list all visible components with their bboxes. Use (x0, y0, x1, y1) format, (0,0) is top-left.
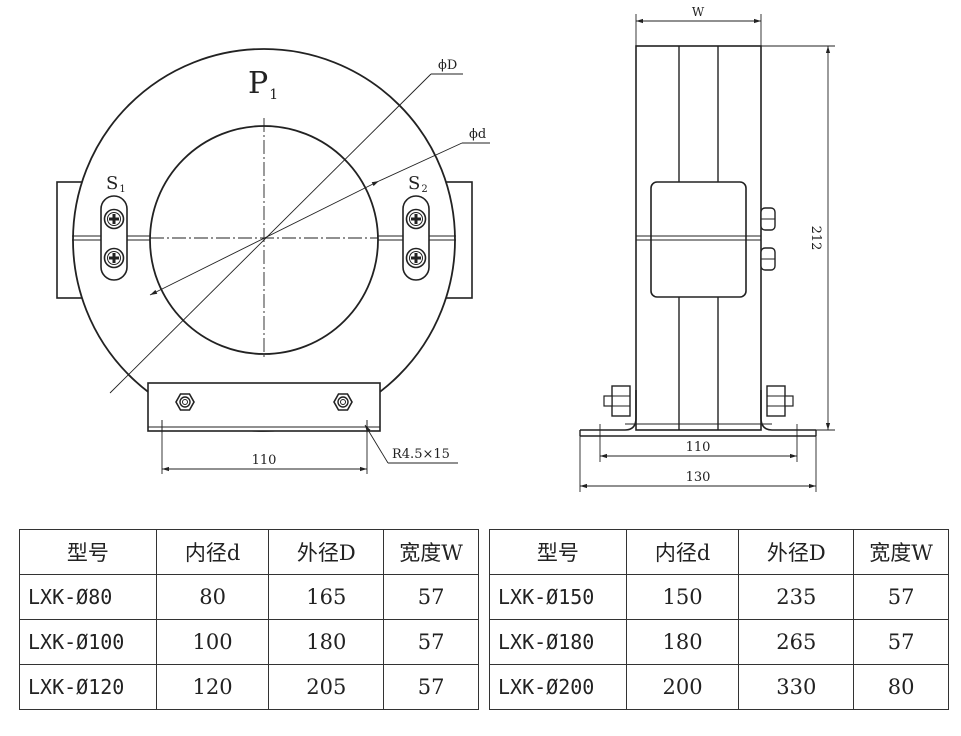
width-cell: 57 (383, 664, 479, 710)
spec-table-right: 型号 内径d 外径D 宽度W LXK-Ø150 150 235 57 LXK-Ø… (489, 529, 949, 710)
model-cell: LXK-Ø120 (19, 664, 157, 710)
nut-icon (175, 393, 195, 411)
front-view: P1 S1 S2 ϕD ϕd 110 R4.5×15 (56, 48, 490, 474)
outer-diameter-cell: 205 (268, 664, 385, 710)
column-header-width: 宽度W (383, 529, 479, 575)
outer-diameter-cell: 330 (738, 664, 855, 710)
width-cell: 57 (383, 619, 479, 665)
outer-diameter-cell: 180 (268, 619, 385, 665)
secondary-left-label: S1 (106, 173, 126, 195)
column-header-inner-diameter: 内径d (155, 529, 270, 575)
column-header-outer-diameter: 外径D (268, 529, 385, 575)
table-row: LXK-Ø180 180 265 57 (489, 619, 949, 665)
table-row: LXK-Ø100 100 180 57 (19, 619, 479, 665)
inner-diameter-cell: 100 (155, 619, 270, 665)
inner-diameter-cell: 120 (155, 664, 270, 710)
table-row: LXK-Ø80 80 165 57 (19, 574, 479, 620)
table-row: LXK-Ø120 120 205 57 (19, 664, 479, 710)
front-base-hole-dimension: 110 (252, 453, 277, 468)
screw-icon (405, 208, 427, 230)
height-dimension: 212 (808, 226, 823, 251)
screw-icon (405, 247, 427, 269)
secondary-right-label: S2 (408, 173, 428, 195)
inner-diameter-cell: 200 (625, 664, 740, 710)
screw-icon (103, 208, 125, 230)
screw-icon (103, 247, 125, 269)
inner-diameter-cell: 150 (625, 574, 740, 620)
model-cell: LXK-Ø180 (489, 619, 627, 665)
column-header-model: 型号 (489, 529, 627, 575)
primary-label: P1 (248, 66, 278, 103)
outer-diameter-cell: 235 (738, 574, 855, 620)
column-header-outer-diameter: 外径D (738, 529, 855, 575)
side-base-flange (580, 390, 816, 431)
model-cell: LXK-Ø150 (489, 574, 627, 620)
outer-diameter-label: ϕD (438, 58, 457, 73)
side-view: W 212 110 (579, 5, 835, 492)
width-cell: 57 (853, 619, 949, 665)
width-cell: 57 (853, 574, 949, 620)
spec-table-left: 型号 内径d 外径D 宽度W LXK-Ø80 80 165 57 LXK-Ø10… (19, 529, 479, 710)
column-header-width: 宽度W (853, 529, 949, 575)
slot-note: R4.5×15 (392, 447, 450, 462)
side-base-width-dimension: 130 (686, 470, 711, 485)
nut-icon (333, 393, 353, 411)
inner-diameter-label: ϕd (469, 127, 486, 142)
model-cell: LXK-Ø200 (489, 664, 627, 710)
width-cell: 80 (853, 664, 949, 710)
table-header-row: 型号 内径d 外径D 宽度W (19, 529, 479, 575)
table-row: LXK-Ø150 150 235 57 (489, 574, 949, 620)
column-header-inner-diameter: 内径d (625, 529, 740, 575)
width-cell: 57 (383, 574, 479, 620)
outer-diameter-cell: 165 (268, 574, 385, 620)
outer-diameter-cell: 265 (738, 619, 855, 665)
model-cell: LXK-Ø100 (19, 619, 157, 665)
inner-diameter-cell: 180 (625, 619, 740, 665)
side-base-hole-dimension: 110 (686, 440, 711, 455)
inner-diameter-cell: 80 (155, 574, 270, 620)
model-cell: LXK-Ø80 (19, 574, 157, 620)
technical-drawing: P1 S1 S2 ϕD ϕd 110 R4.5×15 W (56, 5, 835, 492)
table-header-row: 型号 内径d 外径D 宽度W (489, 529, 949, 575)
table-row: LXK-Ø200 200 330 80 (489, 664, 949, 710)
column-header-model: 型号 (19, 529, 157, 575)
width-label: W (692, 5, 705, 19)
